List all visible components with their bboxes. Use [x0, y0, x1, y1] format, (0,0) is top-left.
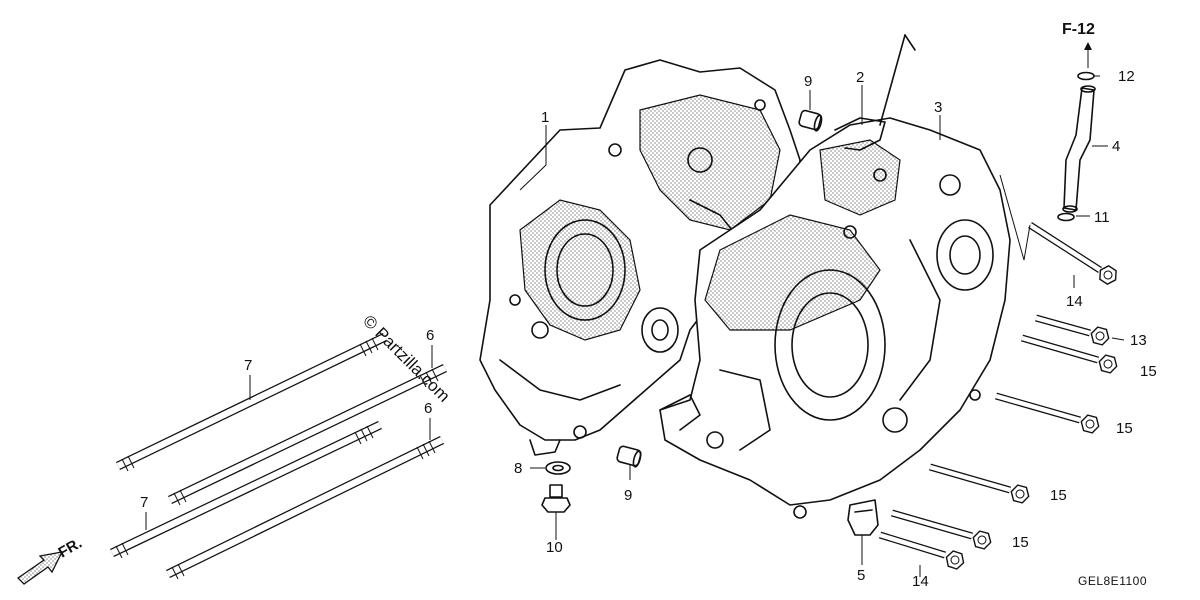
callout-3: 3 — [934, 99, 942, 116]
tube-clip-lower — [1057, 212, 1075, 222]
callout-7-upper: 7 — [244, 357, 252, 374]
callout-6-upper: 6 — [426, 327, 434, 344]
flange-bolt-15-a — [1021, 334, 1120, 375]
callout-15-c: 15 — [1050, 487, 1067, 504]
stud-bolt-6-lower — [166, 435, 444, 580]
left-crankcase — [479, 59, 801, 456]
callout-9-lower: 9 — [624, 487, 632, 504]
callout-7-lower: 7 — [140, 494, 148, 511]
callout-14-lower: 14 — [912, 573, 929, 590]
watermark: © Partzilla.com — [359, 311, 453, 405]
sealing-washer — [545, 461, 571, 475]
stud-bolt-7-upper — [116, 332, 387, 472]
stud-bolt-6-upper — [168, 363, 447, 506]
callout-5: 5 — [857, 567, 865, 584]
callout-6-lower: 6 — [424, 400, 432, 417]
callout-11: 11 — [1094, 209, 1110, 226]
flange-bolt-13 — [1035, 314, 1112, 347]
front-arrow-icon — [16, 551, 64, 585]
flange-bolt-14-lower — [878, 531, 967, 572]
tube-clip-upper — [1077, 71, 1095, 81]
flange-bolt-14-upper — [1028, 222, 1121, 288]
dowel-pin-upper — [798, 109, 823, 132]
flange-bolt-15-c — [929, 463, 1032, 505]
cable-clamp — [847, 499, 879, 536]
reference-label: F-12 — [1062, 21, 1095, 38]
callout-8: 8 — [514, 460, 522, 477]
stud-bolt-7-lower — [110, 420, 382, 559]
flange-bolt-15-d — [891, 509, 994, 551]
reference-arrowhead — [1084, 42, 1092, 50]
callout-1: 1 — [541, 109, 549, 126]
callout-9-upper: 9 — [804, 73, 812, 90]
callout-12: 12 — [1118, 68, 1135, 85]
diagram-code: GEL8E1100 — [1078, 574, 1147, 588]
front-direction-indicator: FR. — [16, 535, 85, 585]
callout-labels: 1 2 3 4 5 6 6 7 7 8 9 9 10 11 12 13 14 1… — [140, 68, 1157, 590]
callout-13: 13 — [1130, 332, 1147, 349]
callout-10: 10 — [546, 539, 563, 556]
drain-bolt — [541, 484, 571, 513]
flange-bolt-15-b — [995, 392, 1102, 435]
leader-lines — [145, 75, 1125, 577]
breather-tube — [1062, 85, 1096, 213]
dowel-pin-lower — [616, 445, 642, 468]
callout-4: 4 — [1112, 138, 1120, 155]
callout-15-d: 15 — [1012, 534, 1029, 551]
right-crankcase — [659, 117, 1011, 519]
callout-14-upper: 14 — [1066, 293, 1083, 310]
gasket — [834, 34, 916, 151]
callout-15-b: 15 — [1116, 420, 1133, 437]
callout-15-a: 15 — [1140, 363, 1157, 380]
callout-2: 2 — [856, 69, 864, 86]
